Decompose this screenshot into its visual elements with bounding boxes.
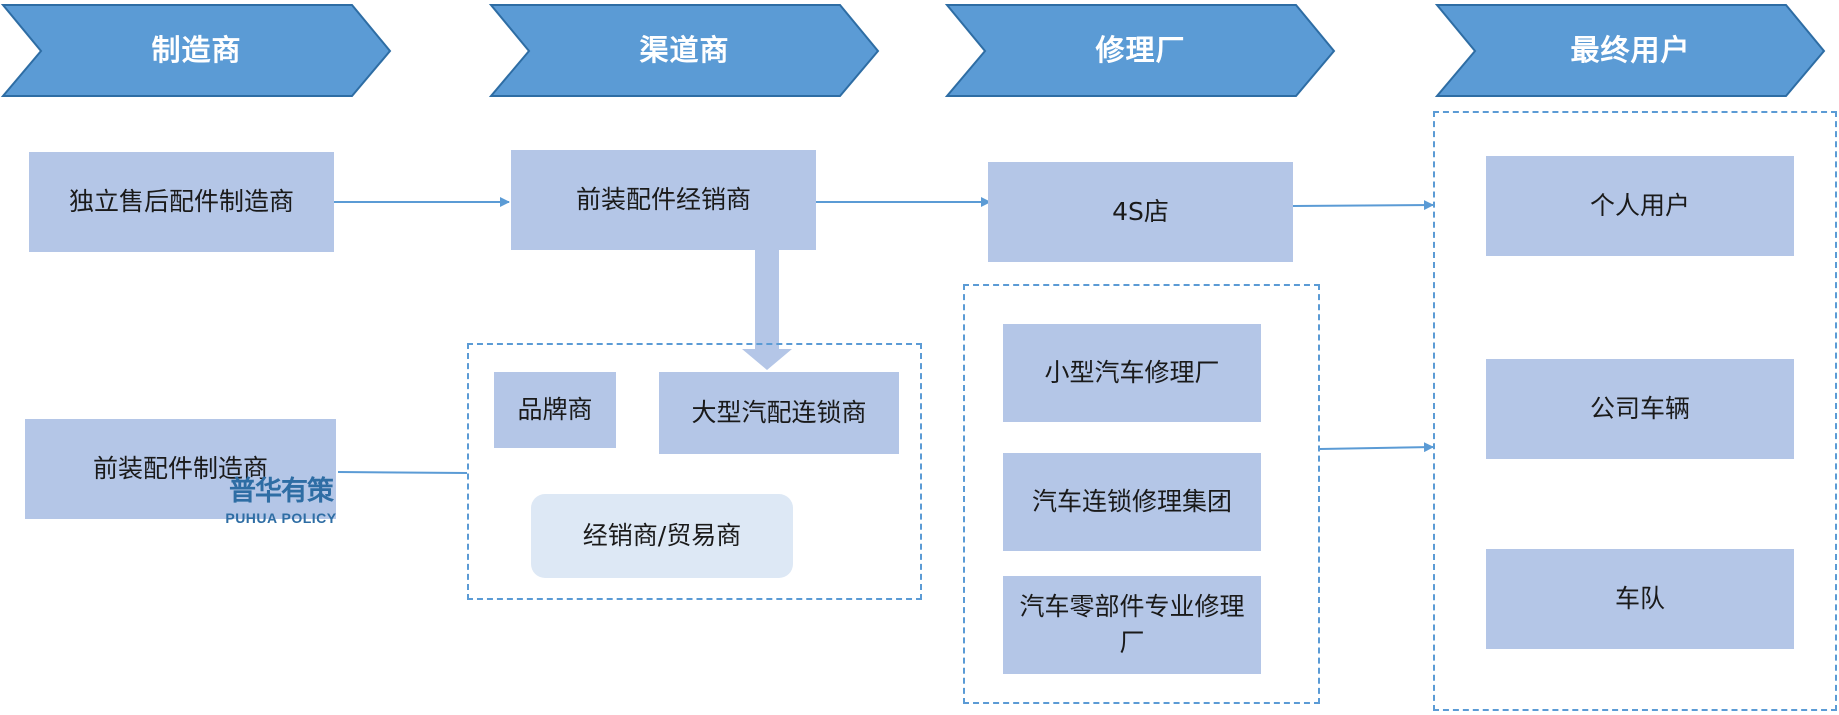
node-oem-manufacturer: 前装配件制造商: [25, 419, 336, 519]
chevron-repair: [944, 4, 1336, 97]
node-oem-distributor: 前装配件经销商: [511, 150, 816, 250]
node-small-repair-shop: 小型汽车修理厂: [1003, 324, 1261, 422]
stage-label-end-user: 最终用户: [1570, 33, 1691, 67]
stage-label-manufacturer: 制造商: [151, 33, 242, 67]
node-repair-chain-group: 汽车连锁修理集团: [1003, 453, 1261, 551]
arrow-repair-group-to-end-users: [1319, 442, 1434, 453]
channel-group-box: [467, 343, 922, 600]
block-arrow-down: [742, 250, 792, 370]
chevron-manufacturer: [0, 4, 392, 97]
node-brand: 品牌商: [494, 372, 616, 448]
node-independent-manufacturer: 独立售后配件制造商: [29, 152, 334, 252]
node-individual-user: 个人用户: [1486, 156, 1794, 256]
arrow-4s-to-end-users: [1292, 200, 1434, 211]
chevron-channel: [488, 4, 880, 97]
node-dealer-trader: 经销商/贸易商: [531, 494, 793, 578]
node-company-vehicle: 公司车辆: [1486, 359, 1794, 459]
node-4s-dealer: 4S店: [988, 162, 1293, 262]
line-oem-to-channel-group: [337, 471, 468, 474]
end-user-group-box: [1433, 111, 1837, 711]
node-parts-specialist-shop: 汽车零部件专业修理厂: [1003, 576, 1261, 674]
node-fleet: 车队: [1486, 549, 1794, 649]
node-auto-parts-chain: 大型汽配连锁商: [659, 372, 899, 454]
watermark-logo-cn: 普华有策: [229, 475, 334, 507]
chevron-end-user: [1434, 4, 1826, 97]
stage-label-channel: 渠道商: [639, 33, 730, 67]
watermark-logo-en: PUHUA POLICY: [225, 510, 337, 526]
stage-label-repair: 修理厂: [1095, 33, 1186, 67]
repair-group-box: [963, 284, 1320, 704]
